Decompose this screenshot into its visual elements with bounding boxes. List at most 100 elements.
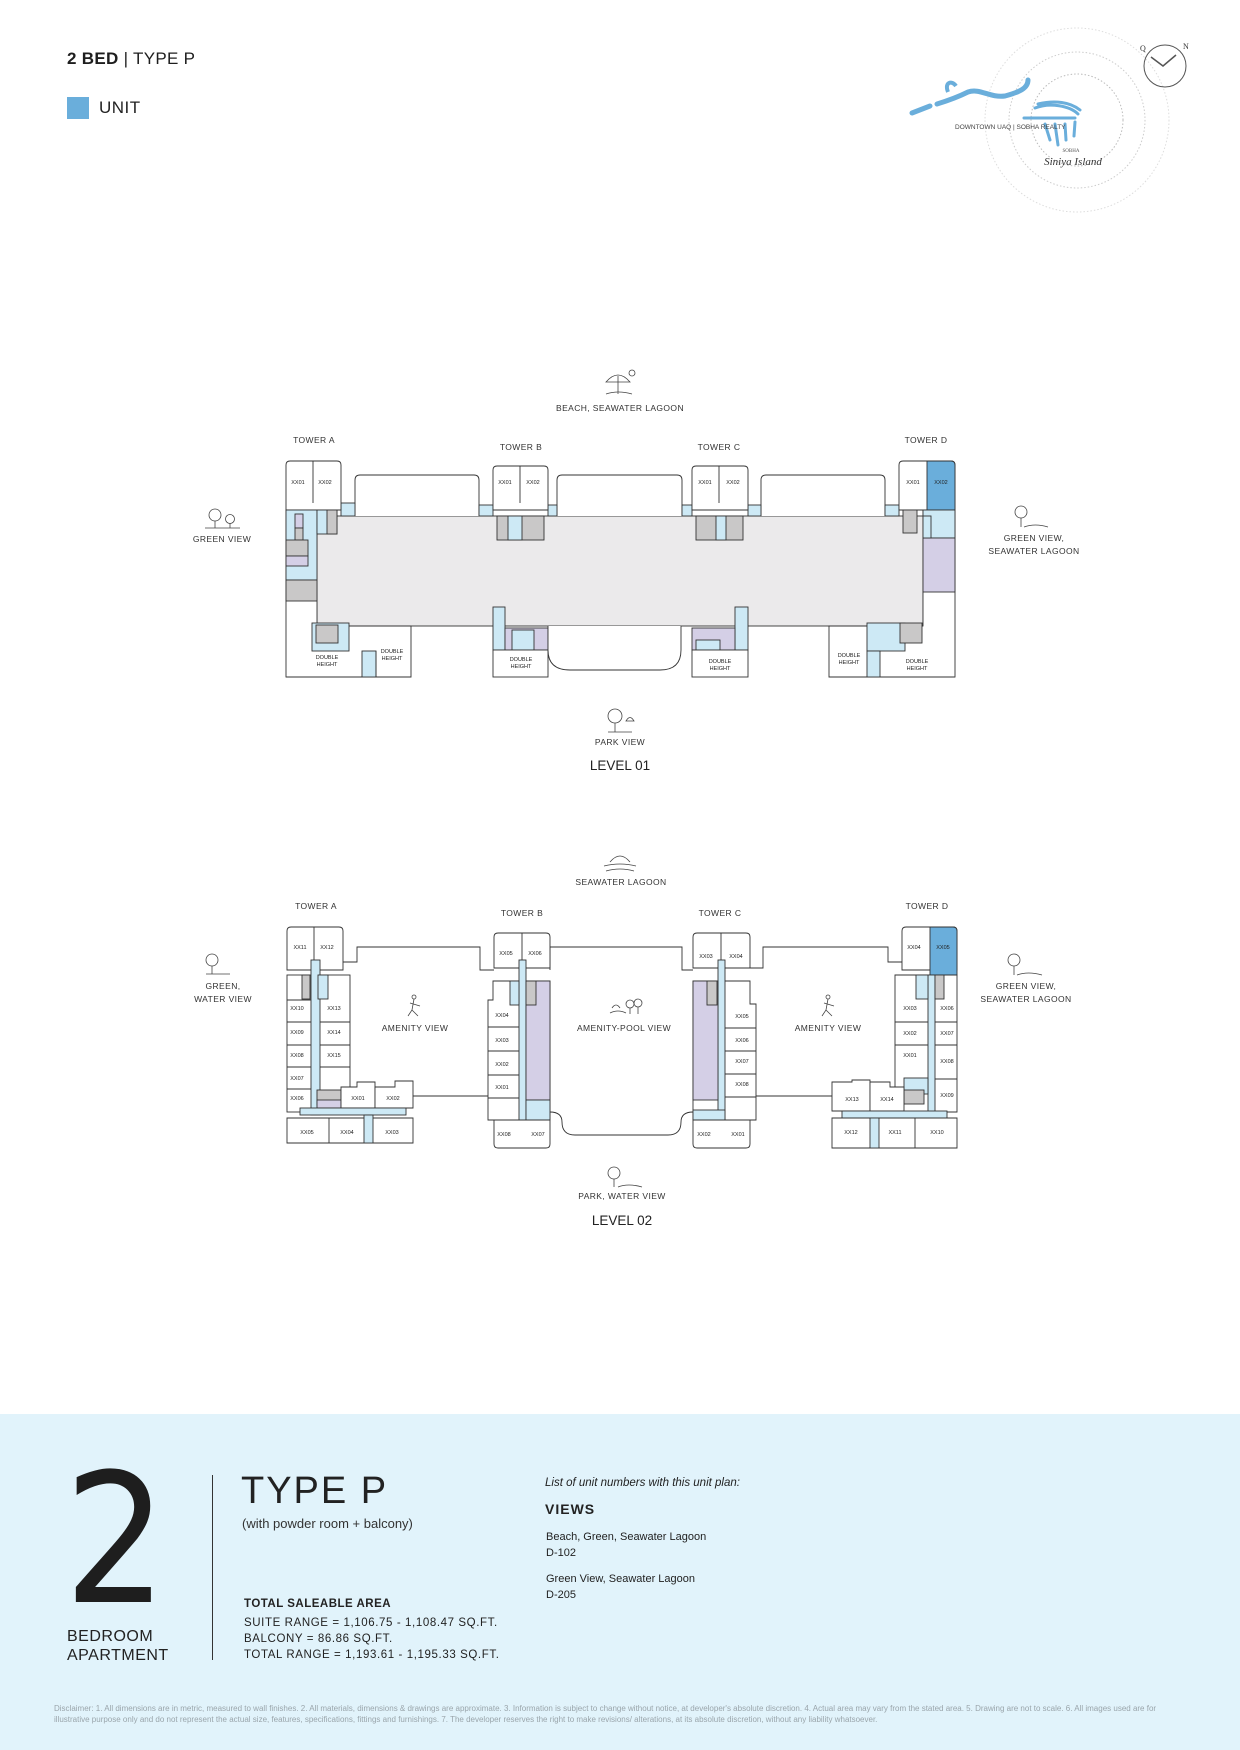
double-height-label: HEIGHT: [839, 660, 860, 666]
view-label-top: SEAWATER LAGOON: [575, 877, 666, 887]
bedroom-count: 2: [64, 1436, 168, 1645]
view-group-2-view: Green View, Seawater Lagoon: [546, 1573, 696, 1585]
unit-label: XX06: [735, 1038, 748, 1044]
double-height-label: HEIGHT: [907, 666, 928, 672]
double-height-label: HEIGHT: [317, 662, 338, 668]
park-water-icon: [607, 1166, 643, 1188]
location-key-map: DOWNTOWN UAQ | SOBHA REALTY SOBHA Siniya…: [909, 27, 1189, 213]
unit-legend-label: UNIT: [99, 98, 141, 117]
unit-label: XX01: [495, 1085, 508, 1091]
people-icon: [821, 994, 835, 1017]
balcony-area: BALCONY = 86.86 SQ.FT.: [244, 1633, 393, 1645]
unit-label: XX01: [731, 1132, 744, 1138]
beach-umbrella-icon: [605, 369, 636, 395]
tower-b-label: TOWER B: [501, 908, 543, 918]
people-icon: [407, 994, 421, 1017]
unit-label: XX06: [290, 1096, 303, 1102]
unit-label: XX13: [327, 1006, 340, 1012]
unit-label: XX02: [903, 1031, 916, 1037]
level-01-plan: BEACH, SEAWATER LAGOON GREEN VIEW GREEN …: [193, 369, 1079, 773]
area-title: TOTAL SALEABLE AREA: [244, 1598, 392, 1610]
unit-label: XX01: [498, 480, 511, 486]
tree-icon: [205, 953, 230, 975]
unit-label: XX05: [499, 951, 512, 957]
unit-label: XX07: [735, 1059, 748, 1065]
view-label-top: BEACH, SEAWATER LAGOON: [556, 403, 684, 413]
unit-label: XX08: [735, 1082, 748, 1088]
tower-d-label: TOWER D: [905, 435, 948, 445]
type-title: TYPE P: [241, 1470, 389, 1512]
unit-label: XX10: [930, 1130, 943, 1136]
unit-label: XX06: [528, 951, 541, 957]
unit-label: XX03: [699, 954, 712, 960]
unit-label: XX09: [290, 1030, 303, 1036]
location-text: DOWNTOWN UAQ | SOBHA REALTY: [955, 124, 1066, 131]
unit-label: XX08: [497, 1132, 510, 1138]
unit-label: XX08: [290, 1053, 303, 1059]
compass-n: N: [1183, 42, 1189, 51]
unit-label: XX02: [726, 480, 739, 486]
unit-label: XX03: [385, 1130, 398, 1136]
double-height-label: HEIGHT: [710, 666, 731, 672]
view-group-1-view: Beach, Green, Seawater Lagoon: [546, 1531, 707, 1543]
unit-label: XX03: [903, 1006, 916, 1012]
pool-tree-icon: [609, 998, 643, 1014]
unit-label: XX07: [940, 1031, 953, 1037]
tree-icon: [205, 508, 240, 529]
tower-c-label: TOWER C: [698, 442, 741, 452]
compass-icon: Q N: [1140, 42, 1189, 88]
unit-label: XX01: [903, 1053, 916, 1059]
tower-c-label: TOWER C: [699, 908, 742, 918]
unit-label: XX07: [290, 1076, 303, 1082]
page-heading: 2 BED | TYPE P: [67, 49, 195, 69]
view-label-left-1: GREEN,: [206, 981, 241, 991]
unit-label: XX14: [327, 1030, 340, 1036]
unit-label: XX06: [940, 1006, 953, 1012]
unit-label: XX05: [735, 1014, 748, 1020]
unit-label: XX14: [880, 1097, 893, 1103]
amenity-view-label-left: AMENITY VIEW: [382, 1023, 449, 1033]
unit-label: XX11: [888, 1130, 901, 1136]
sunset-water-icon: [603, 855, 637, 872]
unit-label: XX02: [697, 1132, 710, 1138]
unit-label: XX02: [526, 480, 539, 486]
view-label-right-2: SEAWATER LAGOON: [980, 994, 1071, 1004]
unit-label: XX02: [495, 1062, 508, 1068]
total-range: TOTAL RANGE = 1,193.61 - 1,195.33 SQ.FT.: [244, 1649, 500, 1661]
view-label-right-1: GREEN VIEW,: [1004, 533, 1065, 543]
unit-label: XX02: [386, 1096, 399, 1102]
bed-count: 2 BED: [67, 49, 119, 68]
double-height-label: DOUBLE: [906, 659, 929, 665]
unit-label: XX12: [844, 1130, 857, 1136]
unit-label: XX11: [293, 945, 306, 951]
unit-label: XX01: [698, 480, 711, 486]
suite-range: SUITE RANGE = 1,106.75 - 1,108.47 SQ.FT.: [244, 1617, 498, 1629]
unit-label: XX04: [340, 1130, 353, 1136]
compass-q: Q: [1140, 44, 1146, 53]
double-height-label: DOUBLE: [838, 653, 861, 659]
unit-label: XX05: [936, 945, 949, 951]
divider: [212, 1475, 213, 1660]
unit-label: XX04: [907, 945, 920, 951]
project-logo-text: Siniya Island: [1044, 156, 1102, 168]
unit-label: XX15: [327, 1053, 340, 1059]
bedroom-label: BEDROOM: [67, 1628, 154, 1645]
tree-water-icon: [1007, 953, 1043, 976]
unit-label: XX05: [300, 1130, 313, 1136]
double-height-label: HEIGHT: [382, 656, 403, 662]
unit-label: XX09: [940, 1093, 953, 1099]
floor-plans: DOWNTOWN UAQ | SOBHA REALTY SOBHA Siniya…: [193, 27, 1189, 1228]
double-height-label: DOUBLE: [316, 655, 339, 661]
double-height-label: DOUBLE: [510, 657, 533, 663]
disclaimer: Disclaimer: 1. All dimensions are in met…: [54, 1704, 1157, 1724]
highlighted-unit-d-xx02: [926, 460, 956, 511]
unit-label: XX07: [531, 1132, 544, 1138]
level-01-title: LEVEL 01: [590, 758, 650, 773]
view-group-1-units: D-102: [546, 1547, 576, 1559]
view-label-bottom: PARK, WATER VIEW: [578, 1191, 665, 1201]
view-group-2-units: D-205: [546, 1589, 576, 1601]
views-heading: VIEWS: [545, 1501, 596, 1517]
tower-a-label: TOWER A: [295, 901, 337, 911]
type-subtitle: (with powder room + balcony): [242, 1516, 413, 1531]
bedroom-apartment-label: BEDROOM APARTMENT: [67, 1627, 169, 1665]
